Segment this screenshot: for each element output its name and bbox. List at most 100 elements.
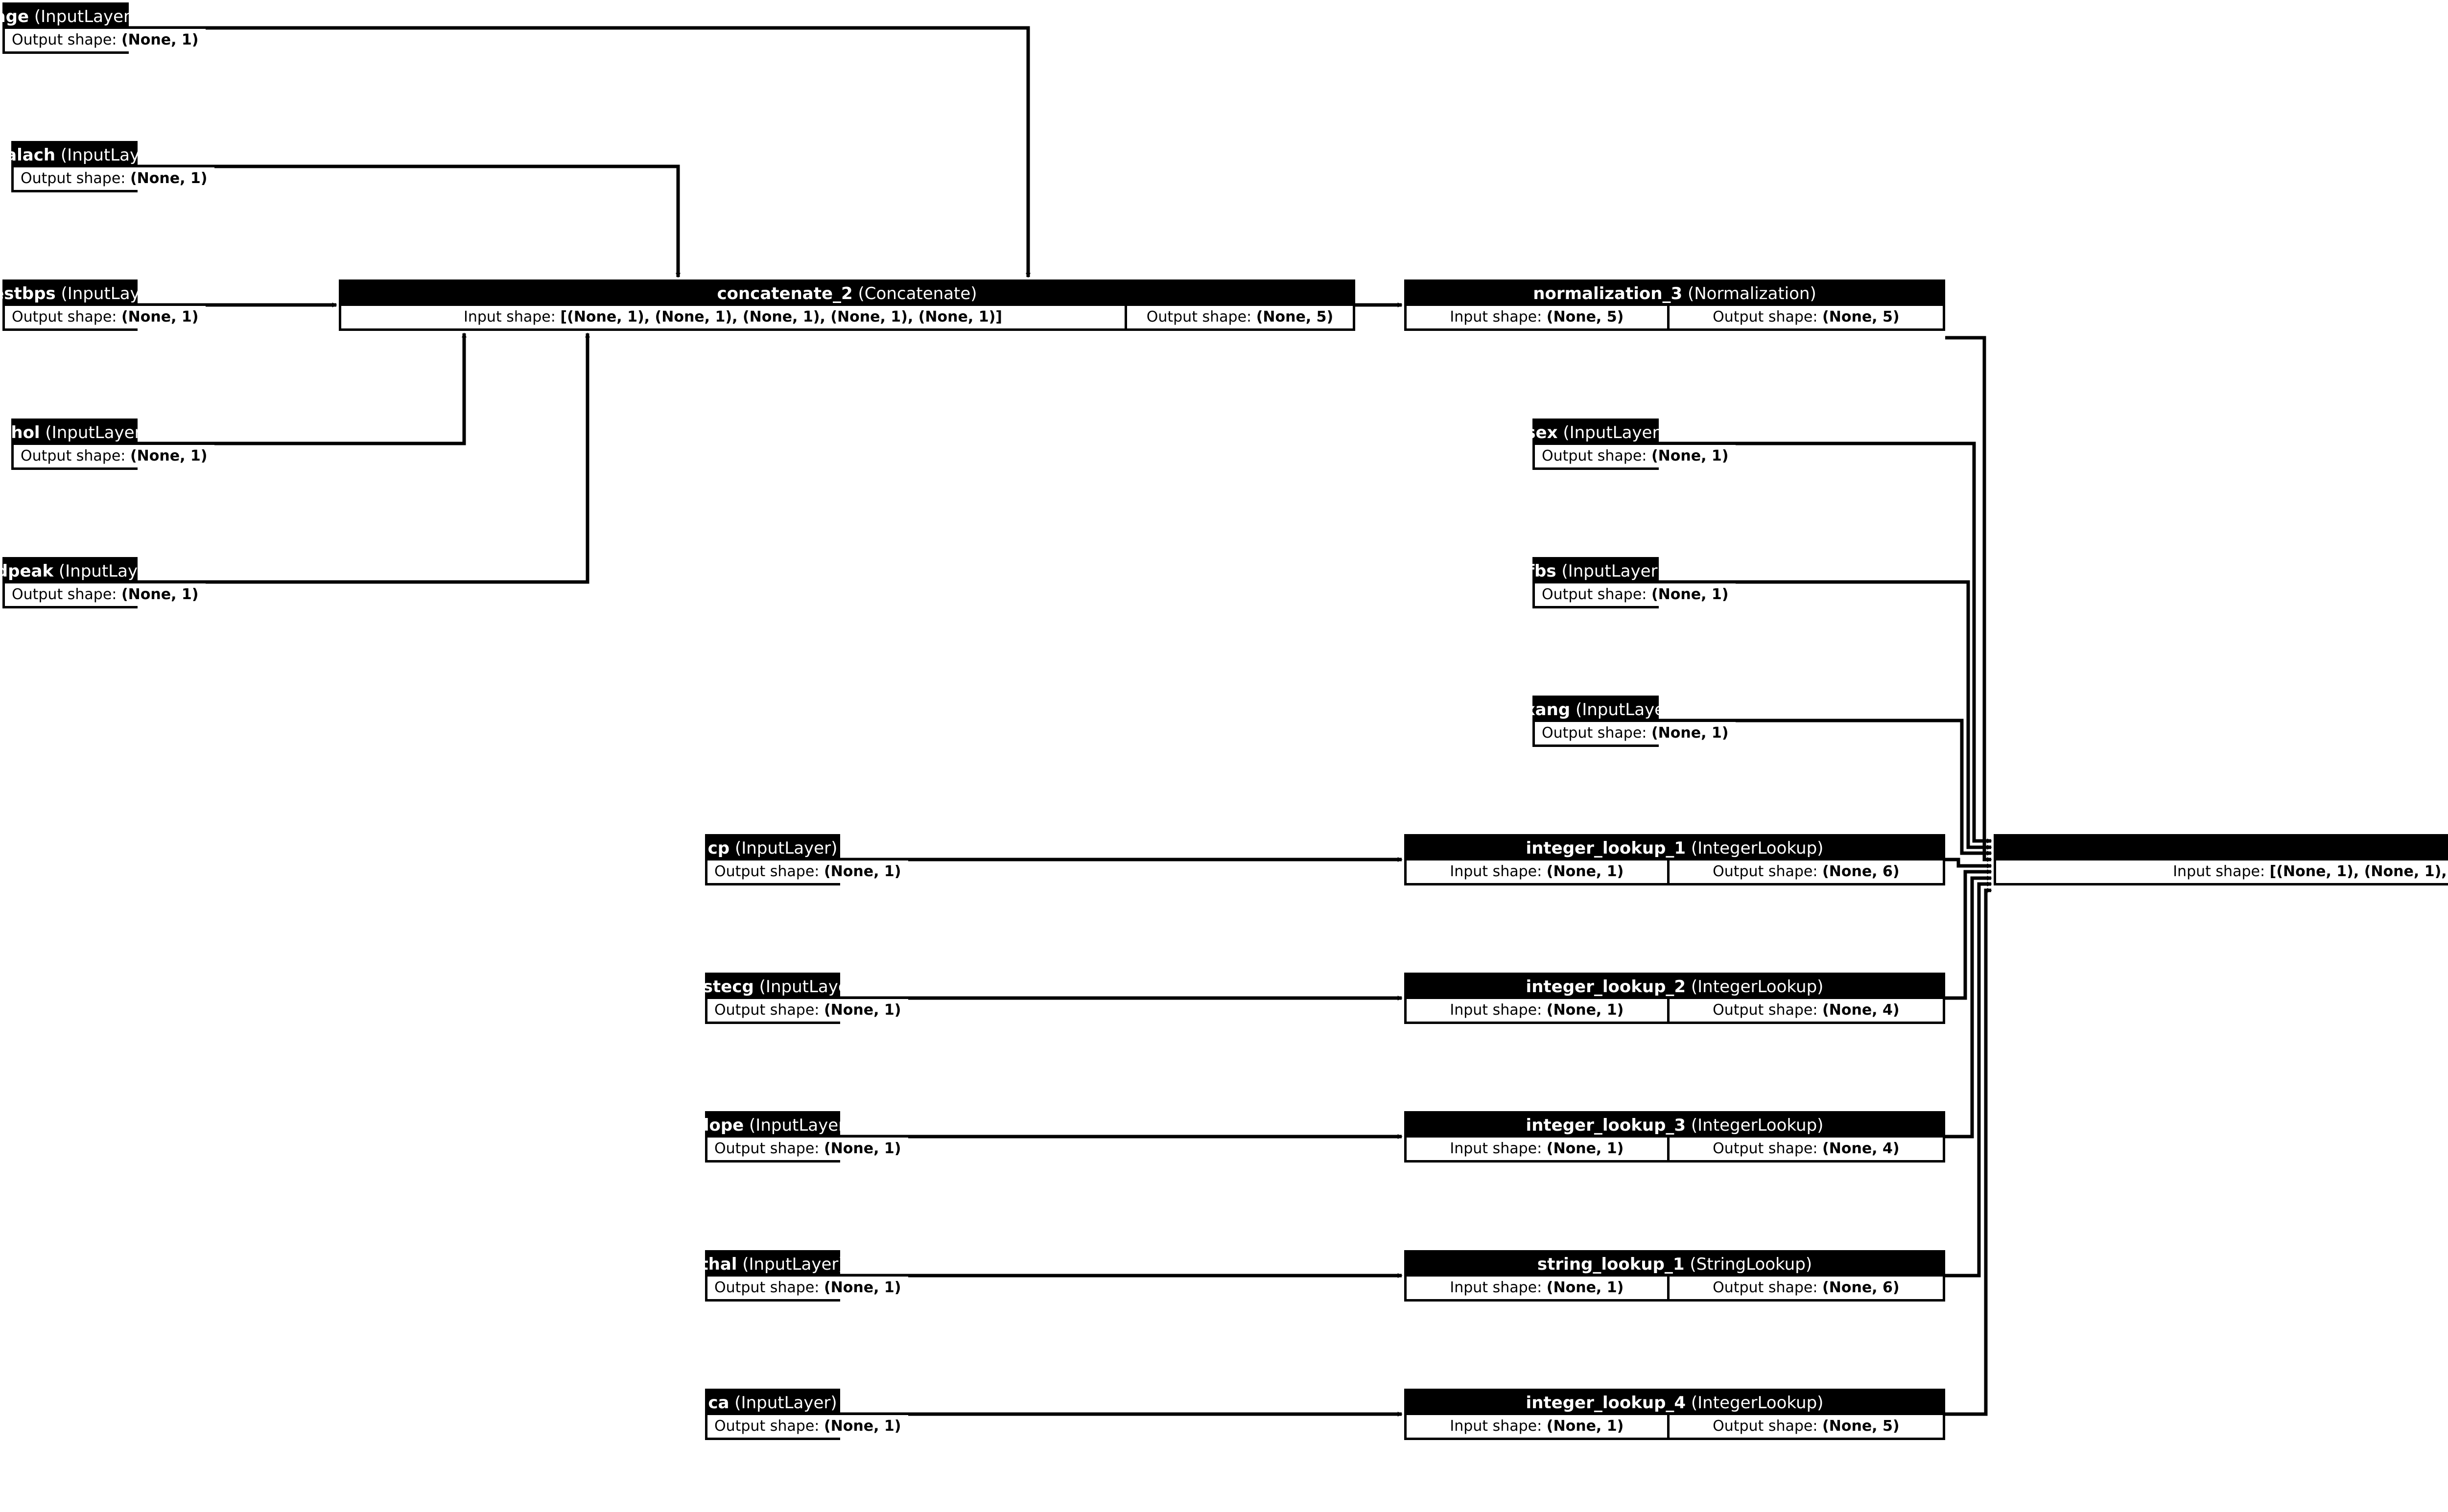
node-integer_lookup_1-body: Input shape: (None, 1) Output shape: (No… bbox=[1407, 860, 1943, 883]
edge-string_lookup_1-to-concatenate_3 bbox=[1945, 882, 1992, 1278]
input-shape-value: (None, 1) bbox=[1546, 863, 1624, 881]
node-normalization_3-body: Input shape: (None, 5) Output shape: (No… bbox=[1407, 305, 1943, 328]
node-integer_lookup_2-input-shape-cell: Input shape: (None, 1) bbox=[1407, 999, 1667, 1022]
node-concatenate_3[interactable]: concatenate_3 (Concatenate) Input shape:… bbox=[1994, 834, 2448, 885]
node-ca[interactable]: ca (InputLayer) Output shape: (None, 1) bbox=[705, 1389, 908, 1440]
node-cp-class: (InputLayer) bbox=[734, 838, 838, 859]
node-thalach-output-shape-cell: Output shape: (None, 1) bbox=[14, 167, 214, 190]
node-concatenate_2-input-shape-cell: Input shape: [(None, 1), (None, 1), (Non… bbox=[341, 305, 1125, 328]
node-integer_lookup_2[interactable]: integer_lookup_2 (IntegerLookup) Input s… bbox=[1404, 973, 1945, 1024]
node-integer_lookup_2-title: integer_lookup_2 (IntegerLookup) bbox=[1407, 975, 1943, 999]
output-shape-value: (None, 1) bbox=[121, 586, 199, 604]
output-shape-value: (None, 1) bbox=[824, 863, 901, 881]
node-thal-body: Output shape: (None, 1) bbox=[707, 1276, 908, 1299]
output-shape-label: Output shape: bbox=[21, 170, 126, 187]
node-sex-class: (InputLayer) bbox=[1563, 423, 1666, 443]
node-integer_lookup_4-class: (IntegerLookup) bbox=[1691, 1393, 1824, 1413]
node-string_lookup_1[interactable]: string_lookup_1 (StringLookup) Input sha… bbox=[1404, 1250, 1945, 1302]
edge-chol-to-concatenate_2 bbox=[138, 332, 467, 445]
node-fbs[interactable]: fbs (InputLayer) Output shape: (None, 1) bbox=[1527, 557, 1736, 608]
node-restecg-title: restecg (InputLayer) bbox=[683, 975, 862, 999]
node-thalach[interactable]: thalach (InputLayer) Output shape: (None… bbox=[0, 141, 214, 192]
node-thal-title: thal (InputLayer) bbox=[700, 1253, 845, 1277]
node-integer_lookup_2-body: Input shape: (None, 1) Output shape: (No… bbox=[1407, 999, 1943, 1022]
node-integer_lookup_1-output-shape-cell: Output shape: (None, 6) bbox=[1669, 860, 1943, 883]
node-normalization_3-name: normalization_3 bbox=[1533, 284, 1683, 304]
node-string_lookup_1-body: Input shape: (None, 1) Output shape: (No… bbox=[1407, 1276, 1943, 1299]
node-ca-name: ca bbox=[708, 1393, 730, 1413]
node-exang-name: exang bbox=[1513, 700, 1571, 720]
output-shape-label: Output shape: bbox=[21, 447, 126, 465]
node-cp-name: cp bbox=[707, 838, 730, 859]
node-sex[interactable]: sex (InputLayer) Output shape: (None, 1) bbox=[1526, 419, 1736, 470]
input-shape-label: Input shape: bbox=[2173, 863, 2265, 881]
node-normalization_3[interactable]: normalization_3 (Normalization) Input sh… bbox=[1404, 279, 1945, 331]
output-shape-value: (None, 6) bbox=[1822, 863, 1900, 881]
output-shape-value: (None, 5) bbox=[1822, 1418, 1900, 1435]
output-shape-value: (None, 1) bbox=[121, 31, 199, 49]
node-integer_lookup_3[interactable]: integer_lookup_3 (IntegerLookup) Input s… bbox=[1404, 1111, 1945, 1163]
node-exang[interactable]: exang (InputLayer) Output shape: (None, … bbox=[1513, 696, 1736, 747]
node-integer_lookup_4[interactable]: integer_lookup_4 (IntegerLookup) Input s… bbox=[1404, 1389, 1945, 1440]
node-integer_lookup_4-input-shape-cell: Input shape: (None, 1) bbox=[1407, 1415, 1667, 1438]
node-oldpeak[interactable]: oldpeak (InputLayer) Output shape: (None… bbox=[0, 557, 206, 608]
node-thalach-body: Output shape: (None, 1) bbox=[14, 167, 214, 190]
node-concatenate_2-class: (Concatenate) bbox=[858, 284, 977, 304]
node-normalization_3-class: (Normalization) bbox=[1687, 284, 1816, 304]
node-age-output-shape-cell: Output shape: (None, 1) bbox=[5, 28, 206, 51]
node-concatenate_2-name: concatenate_2 bbox=[717, 284, 853, 304]
node-concatenate_2-body: Input shape: [(None, 1), (None, 1), (Non… bbox=[341, 305, 1353, 328]
node-restecg-class: (InputLayer) bbox=[759, 977, 862, 997]
node-chol[interactable]: chol (InputLayer) Output shape: (None, 1… bbox=[1, 419, 214, 470]
node-string_lookup_1-input-shape-cell: Input shape: (None, 1) bbox=[1407, 1276, 1667, 1299]
node-oldpeak-output-shape-cell: Output shape: (None, 1) bbox=[5, 583, 206, 606]
output-shape-value: (None, 1) bbox=[824, 1279, 901, 1297]
node-exang-output-shape-cell: Output shape: (None, 1) bbox=[1535, 721, 1736, 744]
node-chol-title: chol (InputLayer) bbox=[1, 421, 148, 445]
node-ca-body: Output shape: (None, 1) bbox=[707, 1415, 908, 1438]
node-integer_lookup_3-title: integer_lookup_3 (IntegerLookup) bbox=[1407, 1114, 1943, 1138]
node-age[interactable]: age (InputLayer) Output shape: (None, 1) bbox=[0, 2, 206, 54]
node-chol-class: (InputLayer) bbox=[45, 423, 148, 443]
node-fbs-title: fbs (InputLayer) bbox=[1527, 559, 1664, 583]
edge-normalization_3-to-concatenate_3 bbox=[1945, 336, 1992, 862]
node-fbs-body: Output shape: (None, 1) bbox=[1535, 583, 1736, 606]
node-concatenate_3-body: Input shape: [(None, 1), (None, 1), (Non… bbox=[1996, 860, 2448, 883]
node-sex-body: Output shape: (None, 1) bbox=[1535, 444, 1736, 467]
node-trestbps[interactable]: trestbps (InputLayer) Output shape: (Non… bbox=[0, 279, 206, 331]
output-shape-value: (None, 1) bbox=[1651, 724, 1729, 742]
input-shape-label: Input shape: bbox=[1450, 1140, 1542, 1158]
node-oldpeak-name: oldpeak bbox=[0, 561, 54, 582]
node-ca-output-shape-cell: Output shape: (None, 1) bbox=[707, 1415, 908, 1438]
output-shape-label: Output shape: bbox=[1713, 1001, 1818, 1019]
input-shape-value: (None, 1) bbox=[1546, 1279, 1624, 1297]
output-shape-value: (None, 5) bbox=[1256, 308, 1334, 326]
input-shape-label: Input shape: bbox=[1450, 863, 1542, 881]
node-trestbps-class: (InputLayer) bbox=[61, 284, 164, 304]
node-normalization_3-title: normalization_3 (Normalization) bbox=[1407, 282, 1943, 306]
output-shape-label: Output shape: bbox=[714, 1418, 820, 1435]
node-age-body: Output shape: (None, 1) bbox=[5, 28, 206, 51]
node-normalization_3-output-shape-cell: Output shape: (None, 5) bbox=[1669, 305, 1943, 328]
input-shape-value: [(None, 1), (None, 1), (None, 1), (None,… bbox=[560, 308, 1002, 326]
node-integer_lookup_3-name: integer_lookup_3 bbox=[1526, 1116, 1686, 1136]
node-cp[interactable]: cp (InputLayer) Output shape: (None, 1) bbox=[705, 834, 908, 885]
output-shape-label: Output shape: bbox=[714, 1001, 820, 1019]
edge-integer_lookup_1-to-concatenate_3 bbox=[1945, 858, 1992, 868]
output-shape-label: Output shape: bbox=[1542, 586, 1647, 604]
output-shape-label: Output shape: bbox=[1542, 724, 1647, 742]
node-exang-class: (InputLayer) bbox=[1575, 700, 1678, 720]
node-restecg[interactable]: restecg (InputLayer) Output shape: (None… bbox=[683, 973, 908, 1024]
edge-integer_lookup_2-to-concatenate_3 bbox=[1945, 869, 1992, 1000]
node-sex-title: sex (InputLayer) bbox=[1526, 421, 1666, 445]
output-shape-label: Output shape: bbox=[714, 1279, 820, 1297]
output-shape-label: Output shape: bbox=[1713, 308, 1818, 326]
node-integer_lookup_1-class: (IntegerLookup) bbox=[1691, 838, 1824, 859]
node-slope[interactable]: slope (InputLayer) Output shape: (None, … bbox=[694, 1111, 908, 1163]
node-cp-title: cp (InputLayer) bbox=[707, 837, 838, 861]
node-integer_lookup_1[interactable]: integer_lookup_1 (IntegerLookup) Input s… bbox=[1404, 834, 1945, 885]
node-concatenate_2[interactable]: concatenate_2 (Concatenate) Input shape:… bbox=[339, 279, 1355, 331]
node-thal[interactable]: thal (InputLayer) Output shape: (None, 1… bbox=[700, 1250, 908, 1302]
node-string_lookup_1-output-shape-cell: Output shape: (None, 6) bbox=[1669, 1276, 1943, 1299]
